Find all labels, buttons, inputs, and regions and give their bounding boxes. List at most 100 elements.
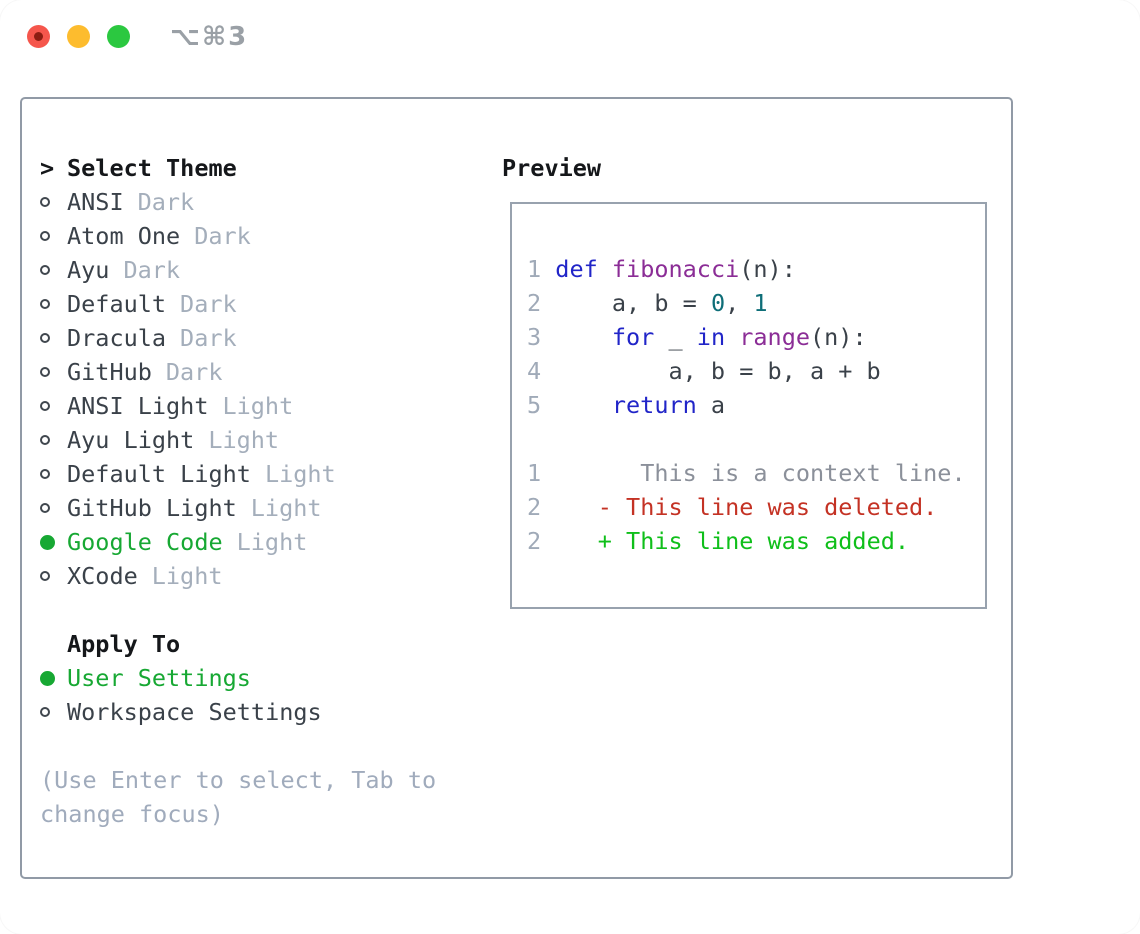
theme-option-xcode[interactable]: XCode Light <box>40 559 464 593</box>
close-button[interactable] <box>27 25 50 48</box>
preview-line: 2 - This line was deleted. <box>527 490 985 524</box>
code-token: - This line was deleted. <box>597 493 938 521</box>
code-token <box>555 391 612 419</box>
radio-marker <box>40 367 67 377</box>
spacer <box>40 593 464 627</box>
radio-icon <box>40 197 50 207</box>
code-token: a, b = b, a + b <box>555 357 881 385</box>
theme-variant: Light <box>264 460 336 488</box>
radio-icon <box>40 265 50 275</box>
radio-marker <box>40 534 67 550</box>
code-token: 0 <box>710 289 726 317</box>
code-token: _ <box>654 323 697 351</box>
zoom-button[interactable] <box>107 25 130 48</box>
radio-marker <box>40 197 67 207</box>
theme-option-google-code[interactable]: Google Code Light <box>40 525 464 559</box>
select-theme-label: Select Theme <box>67 154 237 182</box>
theme-option-ansi-light[interactable]: ANSI Light Light <box>40 389 464 423</box>
radio-marker <box>40 571 67 581</box>
code-token <box>725 323 739 351</box>
radio-marker <box>40 299 67 309</box>
radio-icon <box>40 367 50 377</box>
theme-variant: Light <box>151 562 223 590</box>
preview-line: 2 a, b = 0, 1 <box>527 286 985 320</box>
code-token: a, b = <box>555 289 711 317</box>
preview-line: 2 + This line was added. <box>527 524 985 558</box>
theme-option-name: GitHub <box>67 358 152 386</box>
code-token: def <box>555 255 598 283</box>
apply-option-name: User Settings <box>67 664 251 692</box>
radio-icon <box>40 299 50 309</box>
traffic-lights <box>27 25 130 48</box>
radio-icon <box>40 469 50 479</box>
code-token: (n): <box>810 323 867 351</box>
code-token: fibonacci <box>611 255 740 283</box>
prompt-icon: > <box>40 154 55 182</box>
line-number: 3 <box>527 323 556 351</box>
titlebar[interactable]: ⌥⌘3 <box>0 0 1140 74</box>
preview-label: Preview <box>502 154 602 182</box>
radio-icon <box>40 401 50 411</box>
close-dot-icon <box>34 32 43 41</box>
radio-icon <box>40 435 50 445</box>
theme-option-name: Default <box>67 290 167 318</box>
theme-option-name: Ayu <box>67 256 110 284</box>
code-token: (n): <box>739 255 796 283</box>
code-token: return <box>611 391 697 419</box>
apply-option-workspace-settings[interactable]: Workspace Settings <box>40 695 464 729</box>
spacer <box>40 729 464 763</box>
theme-option-name: XCode <box>67 562 138 590</box>
radio-marker <box>40 707 67 717</box>
theme-option-name: GitHub Light <box>67 494 237 522</box>
theme-variant: Light <box>222 392 294 420</box>
radio-marker <box>40 265 67 275</box>
theme-option-name: Ayu Light <box>67 426 195 454</box>
code-token: + This line was added. <box>597 527 910 555</box>
theme-option-name: Dracula <box>67 324 167 352</box>
theme-option-github-light[interactable]: GitHub Light Light <box>40 491 464 525</box>
theme-option-name: Atom One <box>67 222 181 250</box>
theme-variant: Light <box>250 494 322 522</box>
preview-blank-line <box>527 422 985 456</box>
code-token: a <box>696 391 726 419</box>
line-number: 2 <box>527 493 542 521</box>
theme-option-name: ANSI <box>67 188 124 216</box>
theme-option-name: Default Light <box>67 460 251 488</box>
radio-icon <box>40 231 50 241</box>
theme-option-default-light[interactable]: Default Light Light <box>40 457 464 491</box>
theme-option-ansi[interactable]: ANSI Dark <box>40 185 464 219</box>
apply-option-user-settings[interactable]: User Settings <box>40 661 464 695</box>
theme-option-atom-one[interactable]: Atom One Dark <box>40 219 464 253</box>
code-token <box>598 255 612 283</box>
radio-marker <box>40 333 67 343</box>
radio-selected-icon <box>40 534 55 550</box>
select-theme-header: > Select Theme <box>40 151 464 185</box>
radio-icon <box>40 707 50 717</box>
code-token: range <box>739 323 810 351</box>
radio-icon <box>40 571 50 581</box>
minimize-button[interactable] <box>67 25 90 48</box>
code-token <box>555 323 612 351</box>
theme-option-name: Google Code <box>67 528 223 556</box>
code-token: in <box>696 323 726 351</box>
theme-variant: Dark <box>137 188 195 216</box>
line-number: 1 <box>527 459 542 487</box>
radio-marker <box>40 231 67 241</box>
radio-marker <box>40 469 67 479</box>
theme-variant: Light <box>236 528 308 556</box>
theme-variant: Dark <box>194 222 251 250</box>
preview-line: 5 return a <box>527 388 985 422</box>
line-number: 1 <box>527 255 556 283</box>
radio-selected-icon <box>40 670 55 686</box>
radio-marker <box>40 435 67 445</box>
theme-option-name: ANSI Light <box>67 392 209 420</box>
